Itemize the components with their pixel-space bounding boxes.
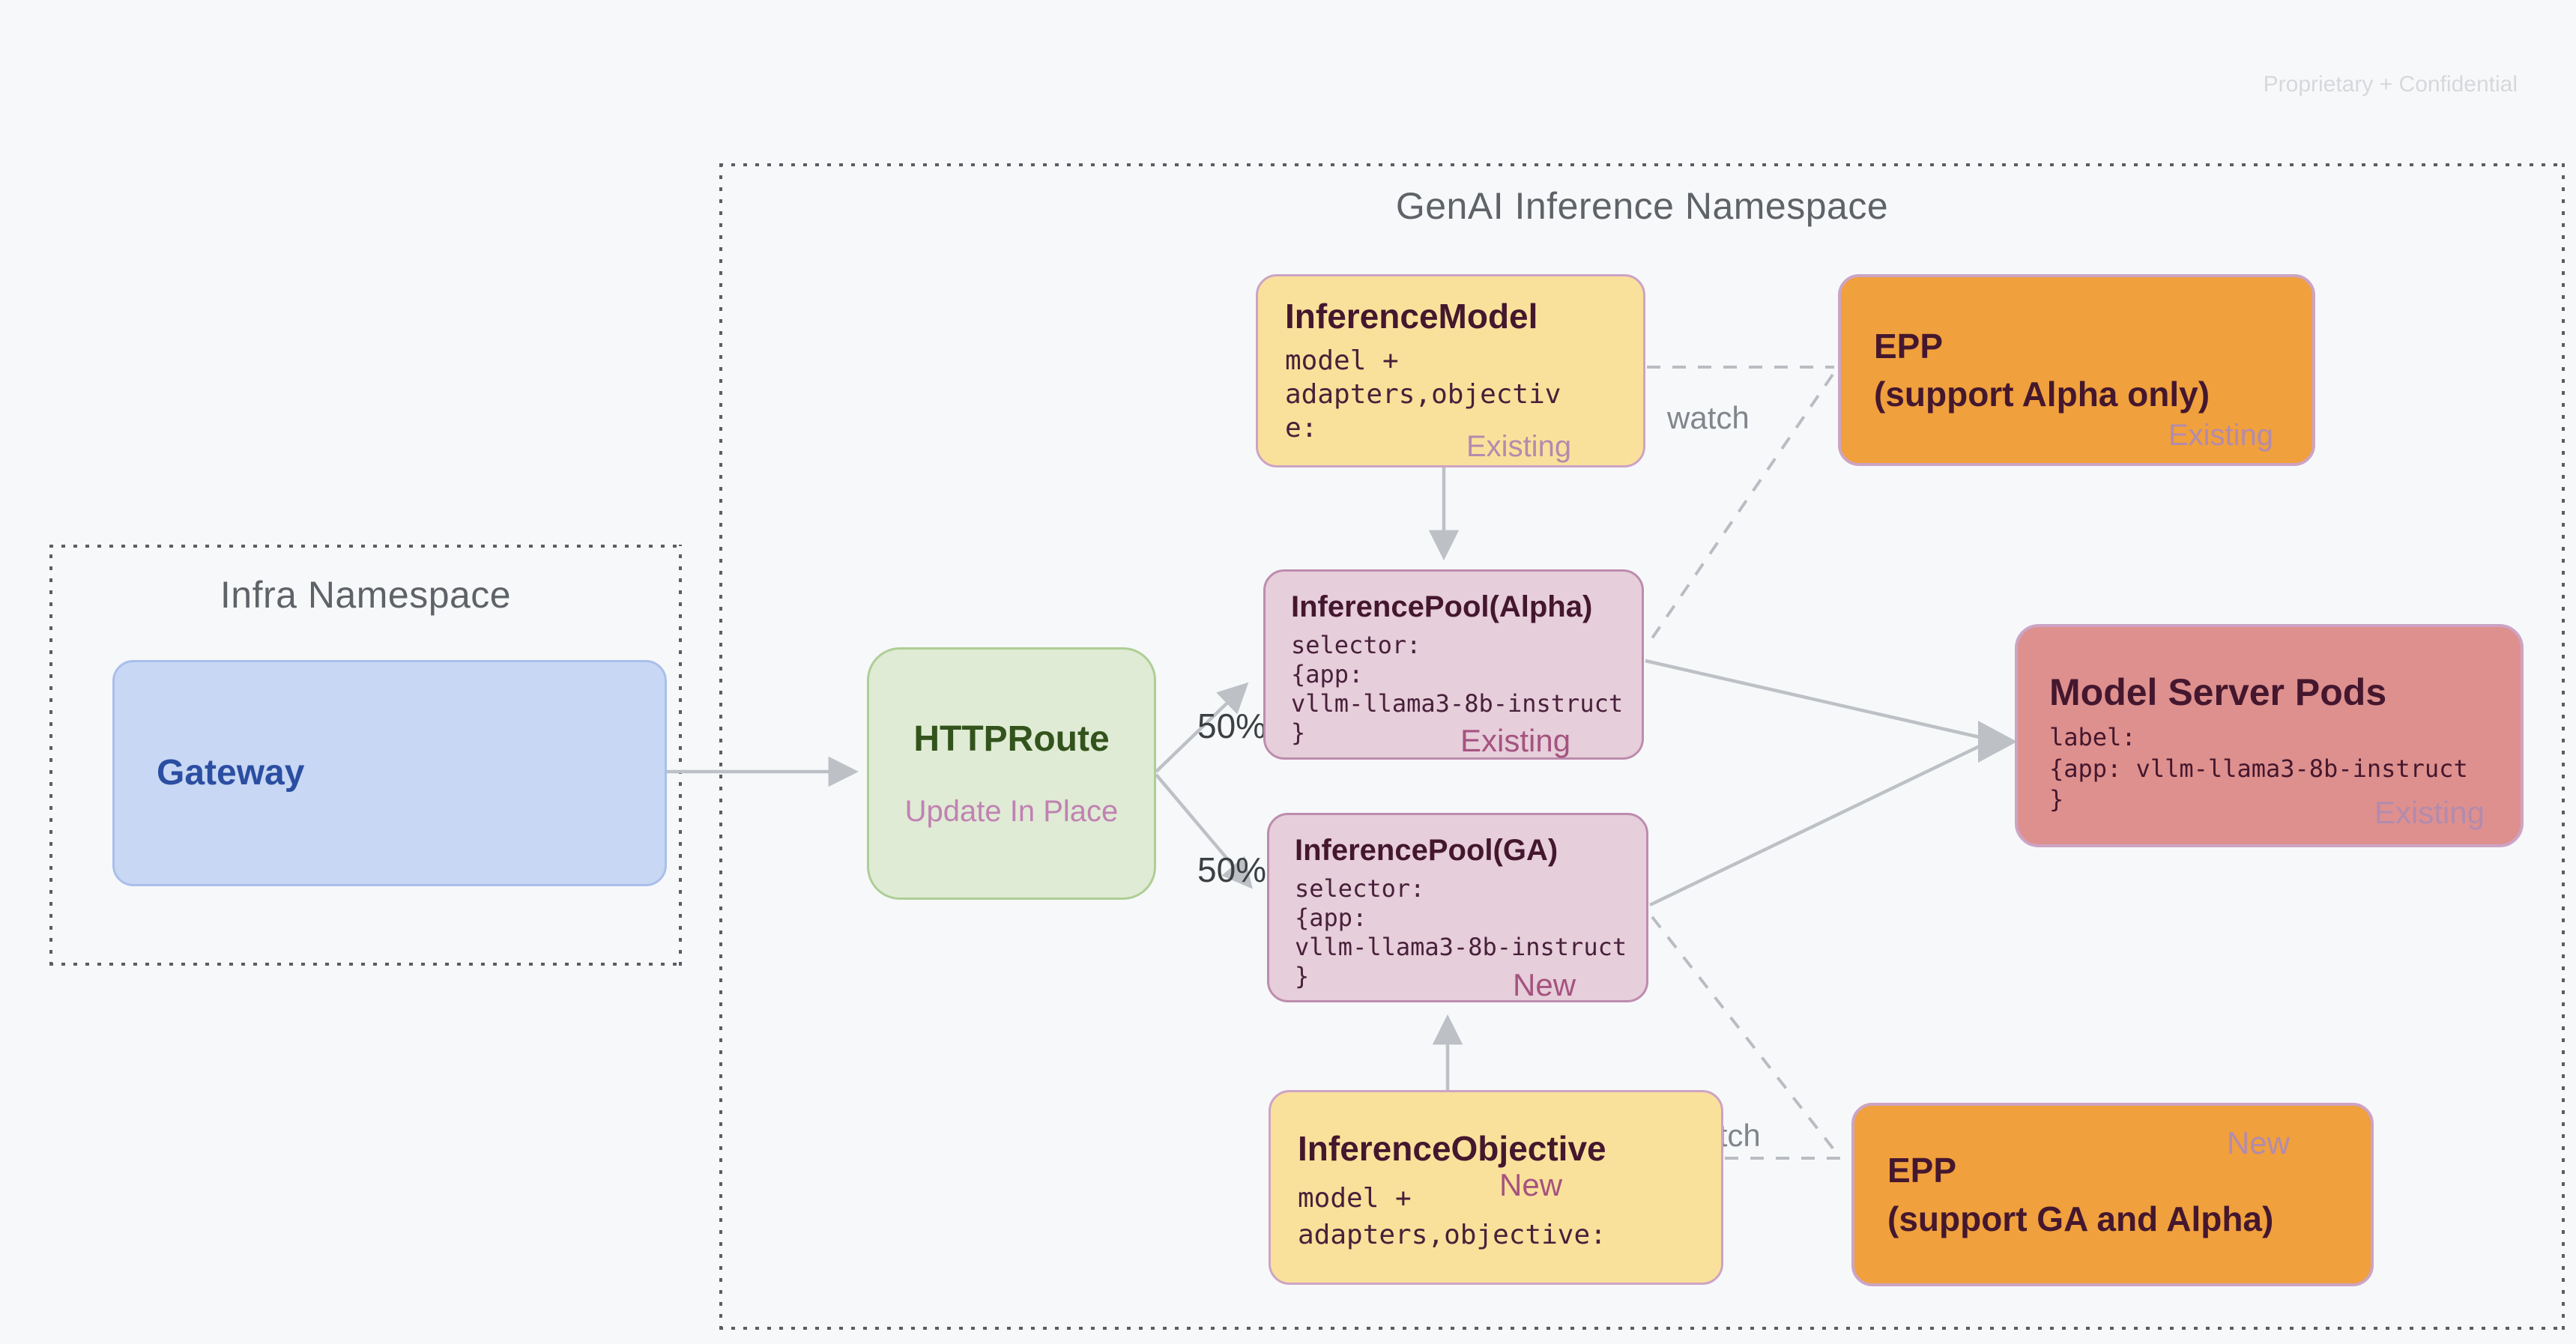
model-server-pods-node: Model Server Pods label: {app: vllm-llam… (2015, 624, 2524, 847)
inference-pool-ga-spec: selector: {app: vllm-llama3-8b-instruct … (1295, 874, 1627, 991)
inference-pool-ga-status: New (1513, 967, 1576, 1002)
genai-namespace-title: GenAI Inference Namespace (1395, 185, 1889, 227)
inference-model-title: InferenceModel (1285, 297, 1538, 336)
epp-alpha-only-title: EPP (support Alpha only) (1874, 326, 2210, 414)
epp-ga-and-alpha-status: New (2226, 1125, 2290, 1160)
httproute-title: HTTPRoute (913, 718, 1110, 759)
infra-namespace-title: Infra Namespace (220, 574, 512, 616)
model-server-pods-status: Existing (2374, 795, 2485, 830)
model-server-pods-title: Model Server Pods (2049, 671, 2387, 713)
confidential-watermark: Proprietary + Confidential (2263, 72, 2518, 97)
gateway-node: Gateway (112, 660, 667, 886)
inference-pool-alpha-status: Existing (1460, 723, 1571, 758)
epp-alpha-only-node: EPP (support Alpha only) Existing (1838, 274, 2315, 466)
inference-pool-alpha-title: InferencePool(Alpha) (1291, 590, 1593, 623)
inference-pool-alpha-node: InferencePool(Alpha) selector: {app: vll… (1263, 569, 1644, 760)
traffic-split-bottom-label: 50% (1197, 850, 1267, 889)
inference-model-spec: model + adapters,objectiv e: (1285, 345, 1561, 444)
traffic-split-top-label: 50% (1197, 706, 1267, 745)
epp-ga-and-alpha-node: EPP (support GA and Alpha) New (1851, 1103, 2374, 1286)
epp-alpha-only-status: Existing (2168, 419, 2273, 452)
httproute-status: Update In Place (904, 795, 1119, 829)
watch-top-label: watch (1667, 400, 1750, 435)
epp-ga-and-alpha-title: EPP (support GA and Alpha) (1887, 1151, 2274, 1238)
gateway-title: Gateway (157, 752, 305, 793)
inference-pool-alpha-spec: selector: {app: vllm-llama3-8b-instruct … (1291, 631, 1624, 748)
inference-model-node: InferenceModel model + adapters,objectiv… (1256, 274, 1645, 467)
inference-objective-node: InferenceObjective model + adapters,obje… (1269, 1090, 1723, 1285)
inference-pool-ga-title: InferencePool(GA) (1295, 834, 1558, 867)
inference-model-status: Existing (1466, 430, 1572, 463)
httproute-node: HTTPRoute Update In Place (867, 647, 1156, 900)
inference-objective-spec: model + adapters,objective: (1298, 1183, 1606, 1250)
inference-objective-status: New (1499, 1167, 1563, 1202)
inference-objective-title: InferenceObjective (1298, 1129, 1606, 1168)
model-server-pods-spec: label: {app: vllm-llama3-8b-instruct } (2049, 723, 2468, 814)
inference-pool-ga-node: InferencePool(GA) selector: {app: vllm-l… (1267, 813, 1648, 1002)
